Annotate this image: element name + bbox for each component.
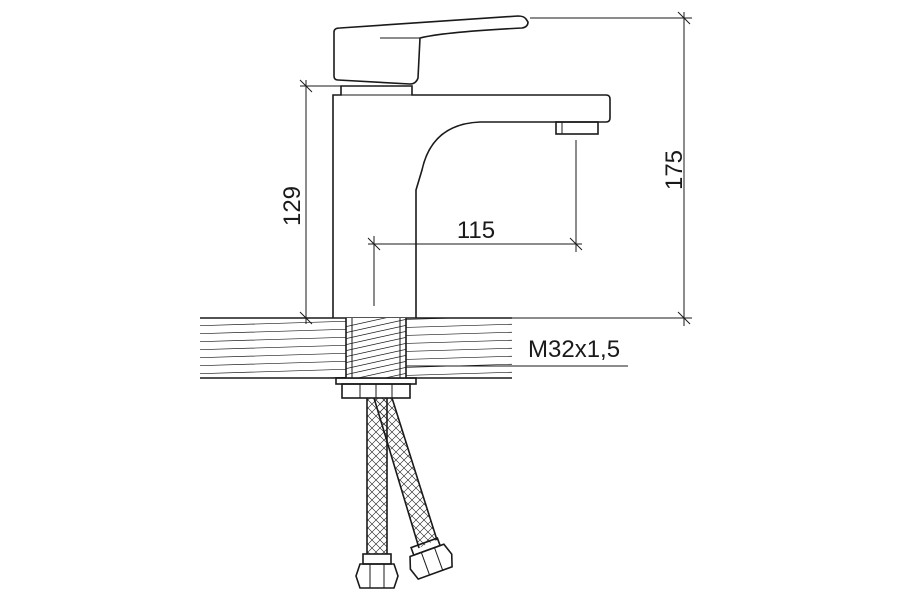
hose-right	[373, 397, 453, 581]
dimension-body-height: 129	[279, 79, 341, 325]
spout-reach-label: 115	[457, 217, 495, 244]
aerator	[555, 121, 599, 135]
dimension-overall-height: 175	[512, 11, 692, 326]
overall-height-label: 175	[661, 150, 688, 190]
faucet-body	[332, 85, 611, 318]
thread-callout: M32x1,5	[406, 336, 628, 367]
body-height-label: 129	[279, 186, 306, 226]
lever-handle	[333, 15, 529, 85]
flexible-hoses	[355, 397, 453, 589]
lock-nut	[335, 377, 417, 399]
thread-label: M32x1,5	[528, 336, 620, 363]
dimension-spout-reach: 115	[367, 140, 583, 306]
mounting-shank	[345, 318, 407, 378]
